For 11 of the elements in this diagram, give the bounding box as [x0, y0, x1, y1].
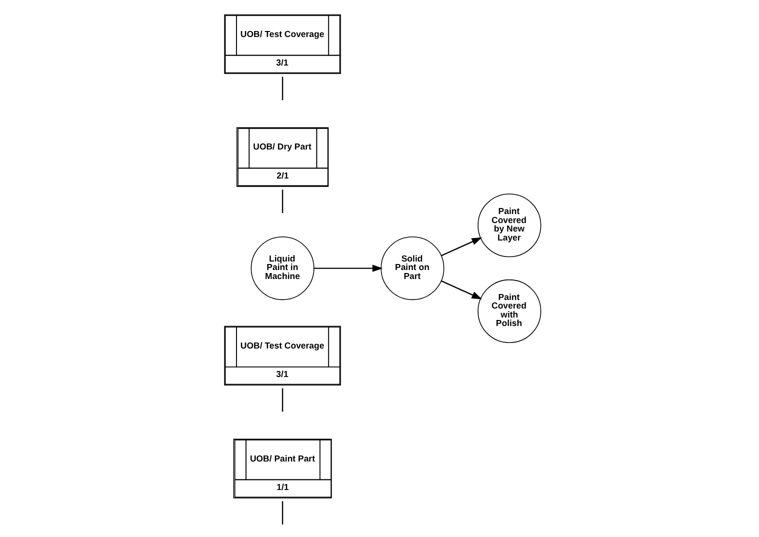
connector: [282, 76, 284, 100]
arrow: [441, 280, 482, 300]
node-circle: Paint Covered with Polish: [478, 279, 542, 343]
connector: [282, 388, 284, 412]
node-circle: Solid Paint on Part: [380, 236, 444, 300]
connector: [282, 501, 284, 525]
node-circle: Liquid Paint in Machine: [250, 236, 314, 300]
connector: [282, 190, 284, 214]
node-circle: Paint Covered by New Layer: [478, 194, 542, 258]
arrow: [314, 264, 383, 272]
arrow: [441, 237, 482, 256]
